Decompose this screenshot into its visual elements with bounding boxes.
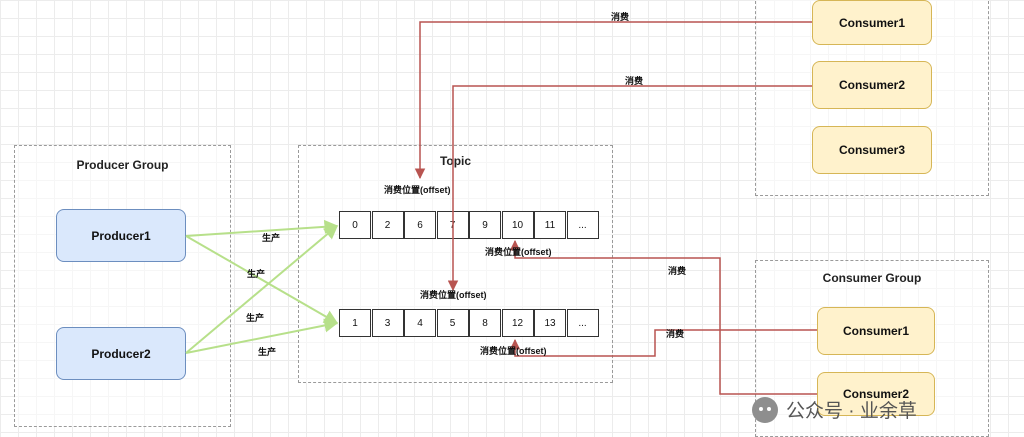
consumer-bottom-2[interactable]: Consumer2: [817, 372, 935, 416]
watermark-text: 公众号 · 业余草: [786, 401, 917, 422]
consumer-top-2[interactable]: Consumer2: [812, 61, 932, 109]
topic-box: Topic: [298, 145, 613, 383]
queue-cell: 0: [339, 211, 371, 239]
watermark: 公众号 · 业余草: [752, 396, 917, 423]
consume-label-top2: 消费: [625, 76, 644, 86]
producer-node-2[interactable]: Producer2: [56, 327, 186, 380]
queue-cell: 12: [501, 309, 534, 337]
offset-label-q2-top: 消费位置(offset): [420, 290, 487, 300]
consume-label-bottom1: 消费: [666, 329, 685, 339]
queue-cell: 6: [404, 211, 436, 239]
queue-cell: ...: [566, 211, 599, 239]
offset-label-q2-bottom: 消费位置(offset): [480, 346, 547, 356]
producer-group-title: Producer Group: [76, 158, 169, 172]
consume-label-bottom2: 消费: [668, 266, 687, 276]
offset-label-q1-top: 消费位置(offset): [384, 185, 451, 195]
queue-cell: 1: [339, 309, 371, 337]
consumer-top-3[interactable]: Consumer3: [812, 126, 932, 174]
produce-label-4: 生产: [258, 347, 277, 357]
queue-cell: 13: [534, 309, 566, 337]
offset-label-q1-bottom: 消费位置(offset): [485, 247, 552, 257]
queue-cell: 9: [469, 211, 501, 239]
queue-cell: ...: [566, 309, 599, 337]
queue-cell: 5: [436, 309, 469, 337]
producer-group: Producer Group: [14, 145, 231, 427]
wechat-icon: [752, 396, 778, 423]
queue-cell: 8: [469, 309, 501, 337]
queue-cell: 11: [534, 211, 566, 239]
queue-cell: 2: [371, 211, 404, 239]
consumer-top-1[interactable]: Consumer1: [812, 0, 932, 45]
queue-cell: 10: [501, 211, 534, 239]
topic-title: Topic: [439, 154, 472, 168]
queue-cell: 7: [436, 211, 469, 239]
producer-node-1[interactable]: Producer1: [56, 209, 186, 262]
produce-label-3: 生产: [246, 313, 265, 323]
queue-cell: 4: [404, 309, 436, 337]
queue-cell: 3: [371, 309, 404, 337]
consumer-bottom-1[interactable]: Consumer1: [817, 307, 935, 355]
produce-label-1: 生产: [262, 233, 281, 243]
consumer-group-bottom-title: Consumer Group: [822, 271, 922, 285]
produce-label-2: 生产: [247, 269, 266, 279]
consume-label-top1: 消费: [611, 12, 630, 22]
